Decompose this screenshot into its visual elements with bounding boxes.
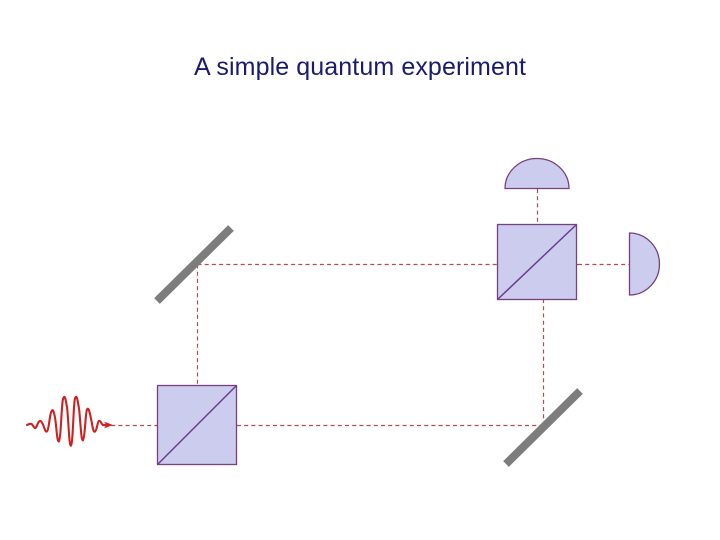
wave-packet-curve — [25, 395, 105, 447]
beam-splitter-input[interactable] — [156, 384, 238, 466]
beam-splitters-group — [156, 223, 578, 466]
beam-splitter-input-diagonal — [156, 384, 238, 466]
page-title: A simple quantum experiment — [193, 53, 527, 81]
mirror-upper-left[interactable] — [154, 225, 234, 304]
detector-right[interactable] — [628, 232, 661, 296]
beam-splitter-output[interactable] — [496, 223, 578, 301]
beam-splitter-output-diagonal — [496, 223, 578, 301]
detector-upper[interactable] — [504, 157, 570, 190]
mirror-lower-right[interactable] — [503, 388, 583, 467]
photon-wave-packet — [25, 395, 113, 447]
mirrors-group — [154, 225, 583, 467]
detectors-group — [504, 157, 661, 296]
